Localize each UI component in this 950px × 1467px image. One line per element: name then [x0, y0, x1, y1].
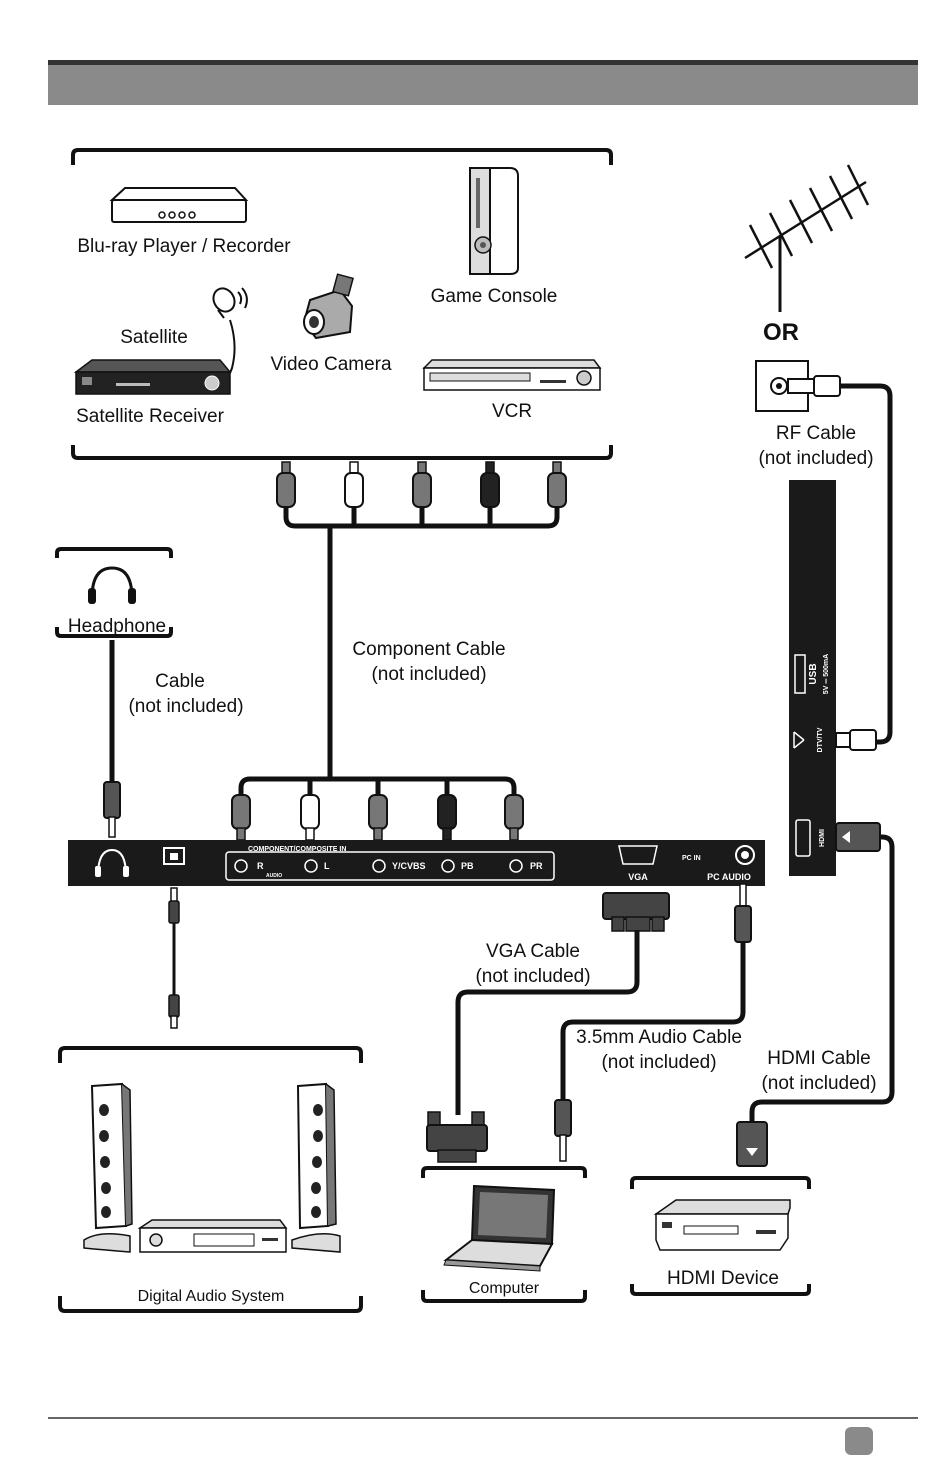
audio-receiver-icon: [137, 1219, 288, 1253]
vga-plug-tv: [602, 892, 670, 932]
computer-label: Computer: [469, 1280, 540, 1297]
rf-plug-bottom: [835, 729, 877, 751]
digital-audio-label: Digital Audio System: [138, 1288, 285, 1305]
svg-text:PR: PR: [530, 861, 543, 871]
antenna-icon: [744, 164, 870, 312]
audio-small-label: AUDIO: [266, 873, 282, 879]
header-bar: [48, 65, 918, 105]
svg-text:DTV/TV: DTV/TV: [817, 727, 824, 752]
rca-plug-top-4: [480, 461, 500, 508]
hdmi-device-group: [630, 1176, 811, 1296]
speaker-left-icon: [83, 1082, 133, 1253]
svg-text:L: L: [324, 861, 330, 871]
svg-text:Y/CVBS: Y/CVBS: [392, 861, 426, 871]
headphone-group: [55, 547, 173, 638]
component-rca-top: [283, 506, 560, 529]
page-number-badge: [845, 1427, 873, 1455]
svg-text:HDMI: HDMI: [819, 829, 826, 847]
digital-audio-group: [58, 1046, 363, 1313]
audio-plug-tv: [734, 883, 752, 943]
audio-plug-computer: [554, 1099, 572, 1162]
hdmi-device-label: HDMI Device: [667, 1268, 779, 1289]
rf-cable: [840, 383, 893, 745]
hdmi-plug-side: [835, 822, 881, 852]
rca-plug-bottom-1: [231, 794, 251, 841]
pc-in-label: PC IN: [682, 855, 701, 862]
svg-text:PB: PB: [461, 861, 474, 871]
headphone-port: [95, 848, 129, 877]
speaker-right-icon: [291, 1082, 341, 1253]
computer-group: [421, 1166, 587, 1303]
hdmi-cable-label-2: (not included): [761, 1073, 876, 1094]
hdmi-plug-device: [736, 1121, 768, 1167]
component-cable-label-2: (not included): [371, 664, 486, 685]
rf-plug-top: [787, 375, 841, 397]
component-cable-label-1: Component Cable: [352, 639, 505, 660]
video-camera-icon: [302, 273, 354, 340]
header-top-rule: [48, 60, 918, 65]
svg-text:PC AUDIO: PC AUDIO: [707, 872, 751, 882]
port-ycvbs: Y/CVBS: [372, 859, 426, 873]
rf-cable-label-1: RF Cable: [776, 423, 856, 444]
game-console-icon: [469, 167, 519, 275]
rca-plug-bottom-2: [300, 794, 320, 841]
headphone-jack-plug: [103, 781, 121, 838]
side-input-panel: [789, 480, 836, 876]
svg-text:R: R: [257, 861, 264, 871]
port-l: L: [304, 859, 330, 873]
bluray-player-icon: [109, 187, 249, 223]
hdmi-cable-label-1: HDMI Cable: [767, 1048, 870, 1069]
port-pb: PB: [441, 859, 474, 873]
headphone-label: Headphone: [68, 616, 166, 637]
rca-plug-top-3: [412, 461, 432, 508]
svg-text:5V ═ 500mA: 5V ═ 500mA: [823, 654, 830, 694]
satellite-label: Satellite: [120, 327, 188, 348]
headphone-cable-label-2: (not included): [128, 696, 243, 717]
audio-cable-label-1: 3.5mm Audio Cable: [576, 1027, 742, 1048]
rf-cable-label-2: (not included): [758, 448, 873, 469]
svg-text:USB: USB: [808, 663, 819, 684]
vcr-icon: [422, 359, 602, 391]
hdmi-port-side: HDMI: [795, 819, 826, 857]
port-pr: PR: [509, 859, 543, 873]
video-camera-label: Video Camera: [270, 354, 392, 375]
port-r: R: [234, 859, 264, 873]
hdmi-cable: [749, 834, 895, 1124]
optical-port: [163, 847, 185, 865]
dtv-port: DTV/TV: [793, 727, 824, 752]
rca-plug-top-5: [547, 461, 567, 508]
headphone-icon: [88, 566, 136, 604]
rca-plug-bottom-4: [437, 794, 457, 841]
rca-plug-top-1: [276, 461, 296, 508]
av-device-group: [71, 148, 613, 460]
laptop-icon: [443, 1184, 556, 1272]
rca-plug-bottom-5: [504, 794, 524, 841]
usb-port: USB 5V ═ 500mA: [794, 654, 830, 694]
game-console-label: Game Console: [431, 286, 558, 307]
vga-port: VGA: [618, 845, 658, 882]
audio-cable-label-2: (not included): [601, 1052, 716, 1073]
bluray-label: Blu-ray Player / Recorder: [77, 236, 291, 257]
satellite-receiver-icon: [73, 359, 232, 395]
component-title: COMPONENT/COMPOSITE IN: [248, 846, 346, 853]
rca-plug-bottom-3: [368, 794, 388, 841]
vga-cable-label-1: VGA Cable: [486, 941, 580, 962]
vga-cable: [455, 930, 640, 1115]
vga-cable-label-2: (not included): [475, 966, 590, 987]
pc-audio-port: PC AUDIO: [707, 845, 755, 882]
component-port-box: [225, 851, 555, 881]
vcr-label: VCR: [492, 401, 532, 422]
headphone-cable-label-1: Cable: [155, 671, 205, 692]
hdmi-device-icon: [653, 1199, 791, 1251]
vga-plug-computer: [426, 1111, 488, 1163]
rca-plug-top-2: [344, 461, 364, 508]
or-label: OR: [763, 319, 799, 346]
svg-text:VGA: VGA: [628, 872, 648, 882]
audio-cable: [560, 942, 746, 1102]
optical-cable: [168, 887, 180, 1029]
satellite-receiver-label: Satellite Receiver: [76, 406, 225, 427]
